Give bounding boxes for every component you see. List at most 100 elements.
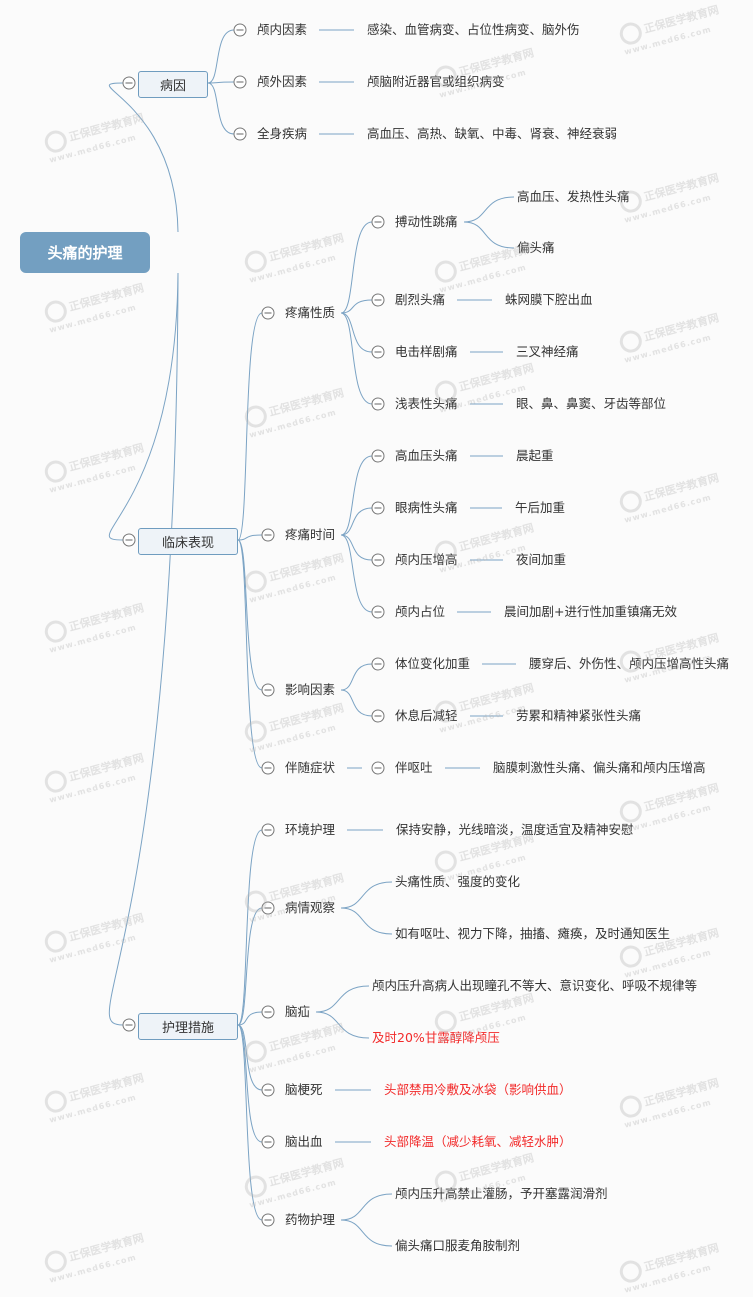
branch-connector	[315, 985, 370, 1013]
detail-node[interactable]: 头痛性质、强度的变化	[395, 874, 521, 889]
collapse-toggle-icon[interactable]	[371, 293, 385, 307]
detail-node[interactable]: 如有呕吐、视力下降，抽搐、瘫痪，及时通知医生	[395, 926, 671, 941]
topic-node[interactable]: 高血压头痛	[395, 448, 458, 463]
detail-node[interactable]: 颅脑附近器官或组织病变	[367, 74, 505, 89]
topic-node[interactable]: 全身疾病	[257, 126, 308, 141]
detail-node[interactable]: 脑膜刺激性头痛、偏头痛和颅内压增高	[493, 760, 706, 775]
detail-node[interactable]: 感染、血管病变、占位性病变、脑外伤	[367, 22, 580, 37]
collapse-toggle-icon[interactable]	[371, 345, 385, 359]
topic-node[interactable]: 休息后减轻	[395, 708, 458, 723]
detail-node[interactable]: 保持安静，光线暗淡，温度适宜及精神安慰	[396, 822, 634, 837]
collapse-toggle-icon[interactable]	[261, 901, 275, 915]
detail-node[interactable]: 午后加重	[515, 500, 566, 515]
root-node[interactable]: 头痛的护理	[20, 232, 150, 273]
topic-node[interactable]: 颅内压增高	[395, 552, 458, 567]
collapse-toggle-icon[interactable]	[371, 605, 385, 619]
collapse-toggle-icon[interactable]	[122, 76, 136, 90]
detail-node[interactable]: 晨起重	[516, 448, 554, 463]
branch-connector	[463, 196, 515, 223]
detail-node[interactable]: 高血压、发热性头痛	[517, 189, 630, 204]
topic-node[interactable]: 颅外因素	[257, 74, 308, 89]
collapse-toggle-icon[interactable]	[371, 501, 385, 515]
detail-node[interactable]: 及时20%甘露醇降颅压	[372, 1030, 500, 1045]
collapse-toggle-icon[interactable]	[233, 23, 247, 37]
root-connector	[108, 272, 179, 541]
topic-node[interactable]: 环境护理	[285, 822, 336, 837]
collapse-toggle-icon[interactable]	[261, 306, 275, 320]
branch-connector	[340, 507, 373, 536]
topic-node[interactable]: 颅内因素	[257, 22, 308, 37]
branch-connector	[340, 534, 373, 561]
topic-node[interactable]: 药物护理	[285, 1212, 336, 1227]
topic-node[interactable]: 搏动性跳痛	[395, 214, 458, 229]
collapse-toggle-icon[interactable]	[261, 1213, 275, 1227]
topic-node[interactable]: 疼痛性质	[285, 305, 336, 320]
topic-node[interactable]: 伴呕吐	[395, 760, 433, 775]
branch-connector	[237, 907, 263, 1026]
topic-node[interactable]: 电击样剧痛	[395, 344, 458, 359]
branch-connector	[237, 1024, 263, 1143]
topic-node[interactable]: 伴随症状	[285, 760, 336, 775]
collapse-toggle-icon[interactable]	[261, 823, 275, 837]
collapse-toggle-icon[interactable]	[371, 215, 385, 229]
detail-node[interactable]: 三叉神经痛	[516, 344, 579, 359]
topic-node[interactable]: 脑疝	[285, 1004, 311, 1019]
branch-connector	[237, 539, 263, 769]
topic-node[interactable]: 影响因素	[285, 682, 336, 697]
detail-node[interactable]: 偏头痛口服麦角胺制剂	[395, 1238, 521, 1253]
root-connector	[108, 82, 179, 233]
branch-cause[interactable]: 病因	[138, 70, 208, 98]
detail-node[interactable]: 劳累和精神紧张性头痛	[516, 708, 642, 723]
topic-node[interactable]: 疼痛时间	[285, 527, 336, 542]
collapse-toggle-icon[interactable]	[122, 1018, 136, 1032]
collapse-toggle-icon[interactable]	[261, 1083, 275, 1097]
collapse-toggle-icon[interactable]	[233, 75, 247, 89]
collapse-toggle-icon[interactable]	[371, 709, 385, 723]
detail-node[interactable]: 腰穿后、外伤性、颅内压增高性头痛	[529, 656, 730, 671]
topic-node[interactable]: 脑梗死	[285, 1082, 323, 1097]
branch-connector	[340, 312, 373, 405]
collapse-toggle-icon[interactable]	[233, 127, 247, 141]
detail-node[interactable]: 夜间加重	[516, 552, 567, 567]
topic-node[interactable]: 浅表性头痛	[395, 396, 458, 411]
branch-connector	[340, 881, 393, 909]
collapse-toggle-icon[interactable]	[261, 1005, 275, 1019]
branch-connector	[463, 221, 515, 249]
branch-connector	[340, 299, 373, 314]
detail-node[interactable]: 蛛网膜下腔出血	[505, 292, 593, 307]
branch-clin[interactable]: 临床表现	[138, 527, 238, 555]
branch-connector	[340, 312, 373, 353]
collapse-toggle-icon[interactable]	[261, 1135, 275, 1149]
branch-connector	[237, 1011, 263, 1026]
branch-connector	[237, 312, 263, 541]
collapse-toggle-icon[interactable]	[261, 528, 275, 542]
branch-nurs[interactable]: 护理措施	[138, 1012, 238, 1040]
collapse-toggle-icon[interactable]	[371, 761, 385, 775]
topic-node[interactable]: 眼病性头痛	[395, 500, 458, 515]
detail-node[interactable]: 高血压、高热、缺氧、中毒、肾衰、神经衰弱	[367, 126, 618, 141]
branch-connector	[207, 81, 235, 84]
topic-node[interactable]: 剧烈头痛	[395, 292, 446, 307]
collapse-toggle-icon[interactable]	[371, 657, 385, 671]
detail-node[interactable]: 头部降温（减少耗氧、减轻水肿）	[384, 1134, 572, 1149]
detail-node[interactable]: 头部禁用冷敷及冰袋（影响供血）	[384, 1082, 572, 1097]
collapse-toggle-icon[interactable]	[122, 533, 136, 547]
topic-node[interactable]: 颅内占位	[395, 604, 446, 619]
detail-node[interactable]: 晨间加剧+进行性加重镇痛无效	[504, 604, 677, 619]
detail-node[interactable]: 眼、鼻、鼻窦、牙齿等部位	[516, 396, 667, 411]
topic-node[interactable]: 病情观察	[285, 900, 336, 915]
detail-node[interactable]: 颅内压升高病人出现瞳孔不等大、意识变化、呼吸不规律等	[372, 978, 698, 993]
branch-connector	[207, 82, 235, 135]
topic-node[interactable]: 脑出血	[285, 1134, 323, 1149]
collapse-toggle-icon[interactable]	[371, 449, 385, 463]
topic-node[interactable]: 体位变化加重	[395, 656, 471, 671]
branch-connector	[237, 539, 263, 691]
collapse-toggle-icon[interactable]	[261, 761, 275, 775]
collapse-toggle-icon[interactable]	[371, 553, 385, 567]
branch-connector	[237, 829, 263, 1026]
detail-node[interactable]: 偏头痛	[517, 240, 555, 255]
collapse-toggle-icon[interactable]	[261, 683, 275, 697]
collapse-toggle-icon[interactable]	[371, 397, 385, 411]
detail-node[interactable]: 颅内压升高禁止灌肠，予开塞露润滑剂	[395, 1186, 608, 1201]
